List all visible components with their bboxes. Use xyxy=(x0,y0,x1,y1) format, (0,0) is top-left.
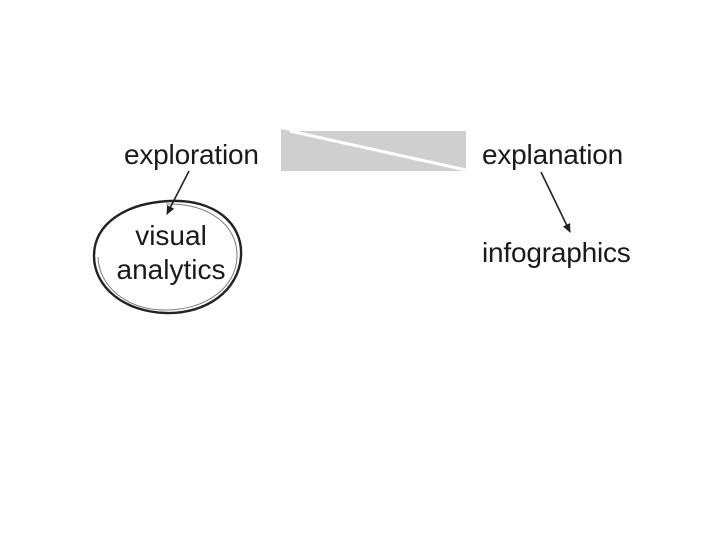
arrow-explanation-to-infographics xyxy=(540,171,571,233)
exploration-label: exploration xyxy=(124,139,259,170)
spectrum-bar xyxy=(281,129,467,172)
explanation-label: explanation xyxy=(482,139,624,170)
visual-analytics-circle xyxy=(92,199,243,315)
visual-analytics-line2: analytics xyxy=(116,254,226,285)
infographics-label: infographics xyxy=(482,237,631,268)
visual-analytics-label: visual analytics xyxy=(98,219,244,287)
arrow-exploration-to-visual-analytics xyxy=(166,170,190,215)
visual-analytics-line1: visual xyxy=(135,220,207,251)
